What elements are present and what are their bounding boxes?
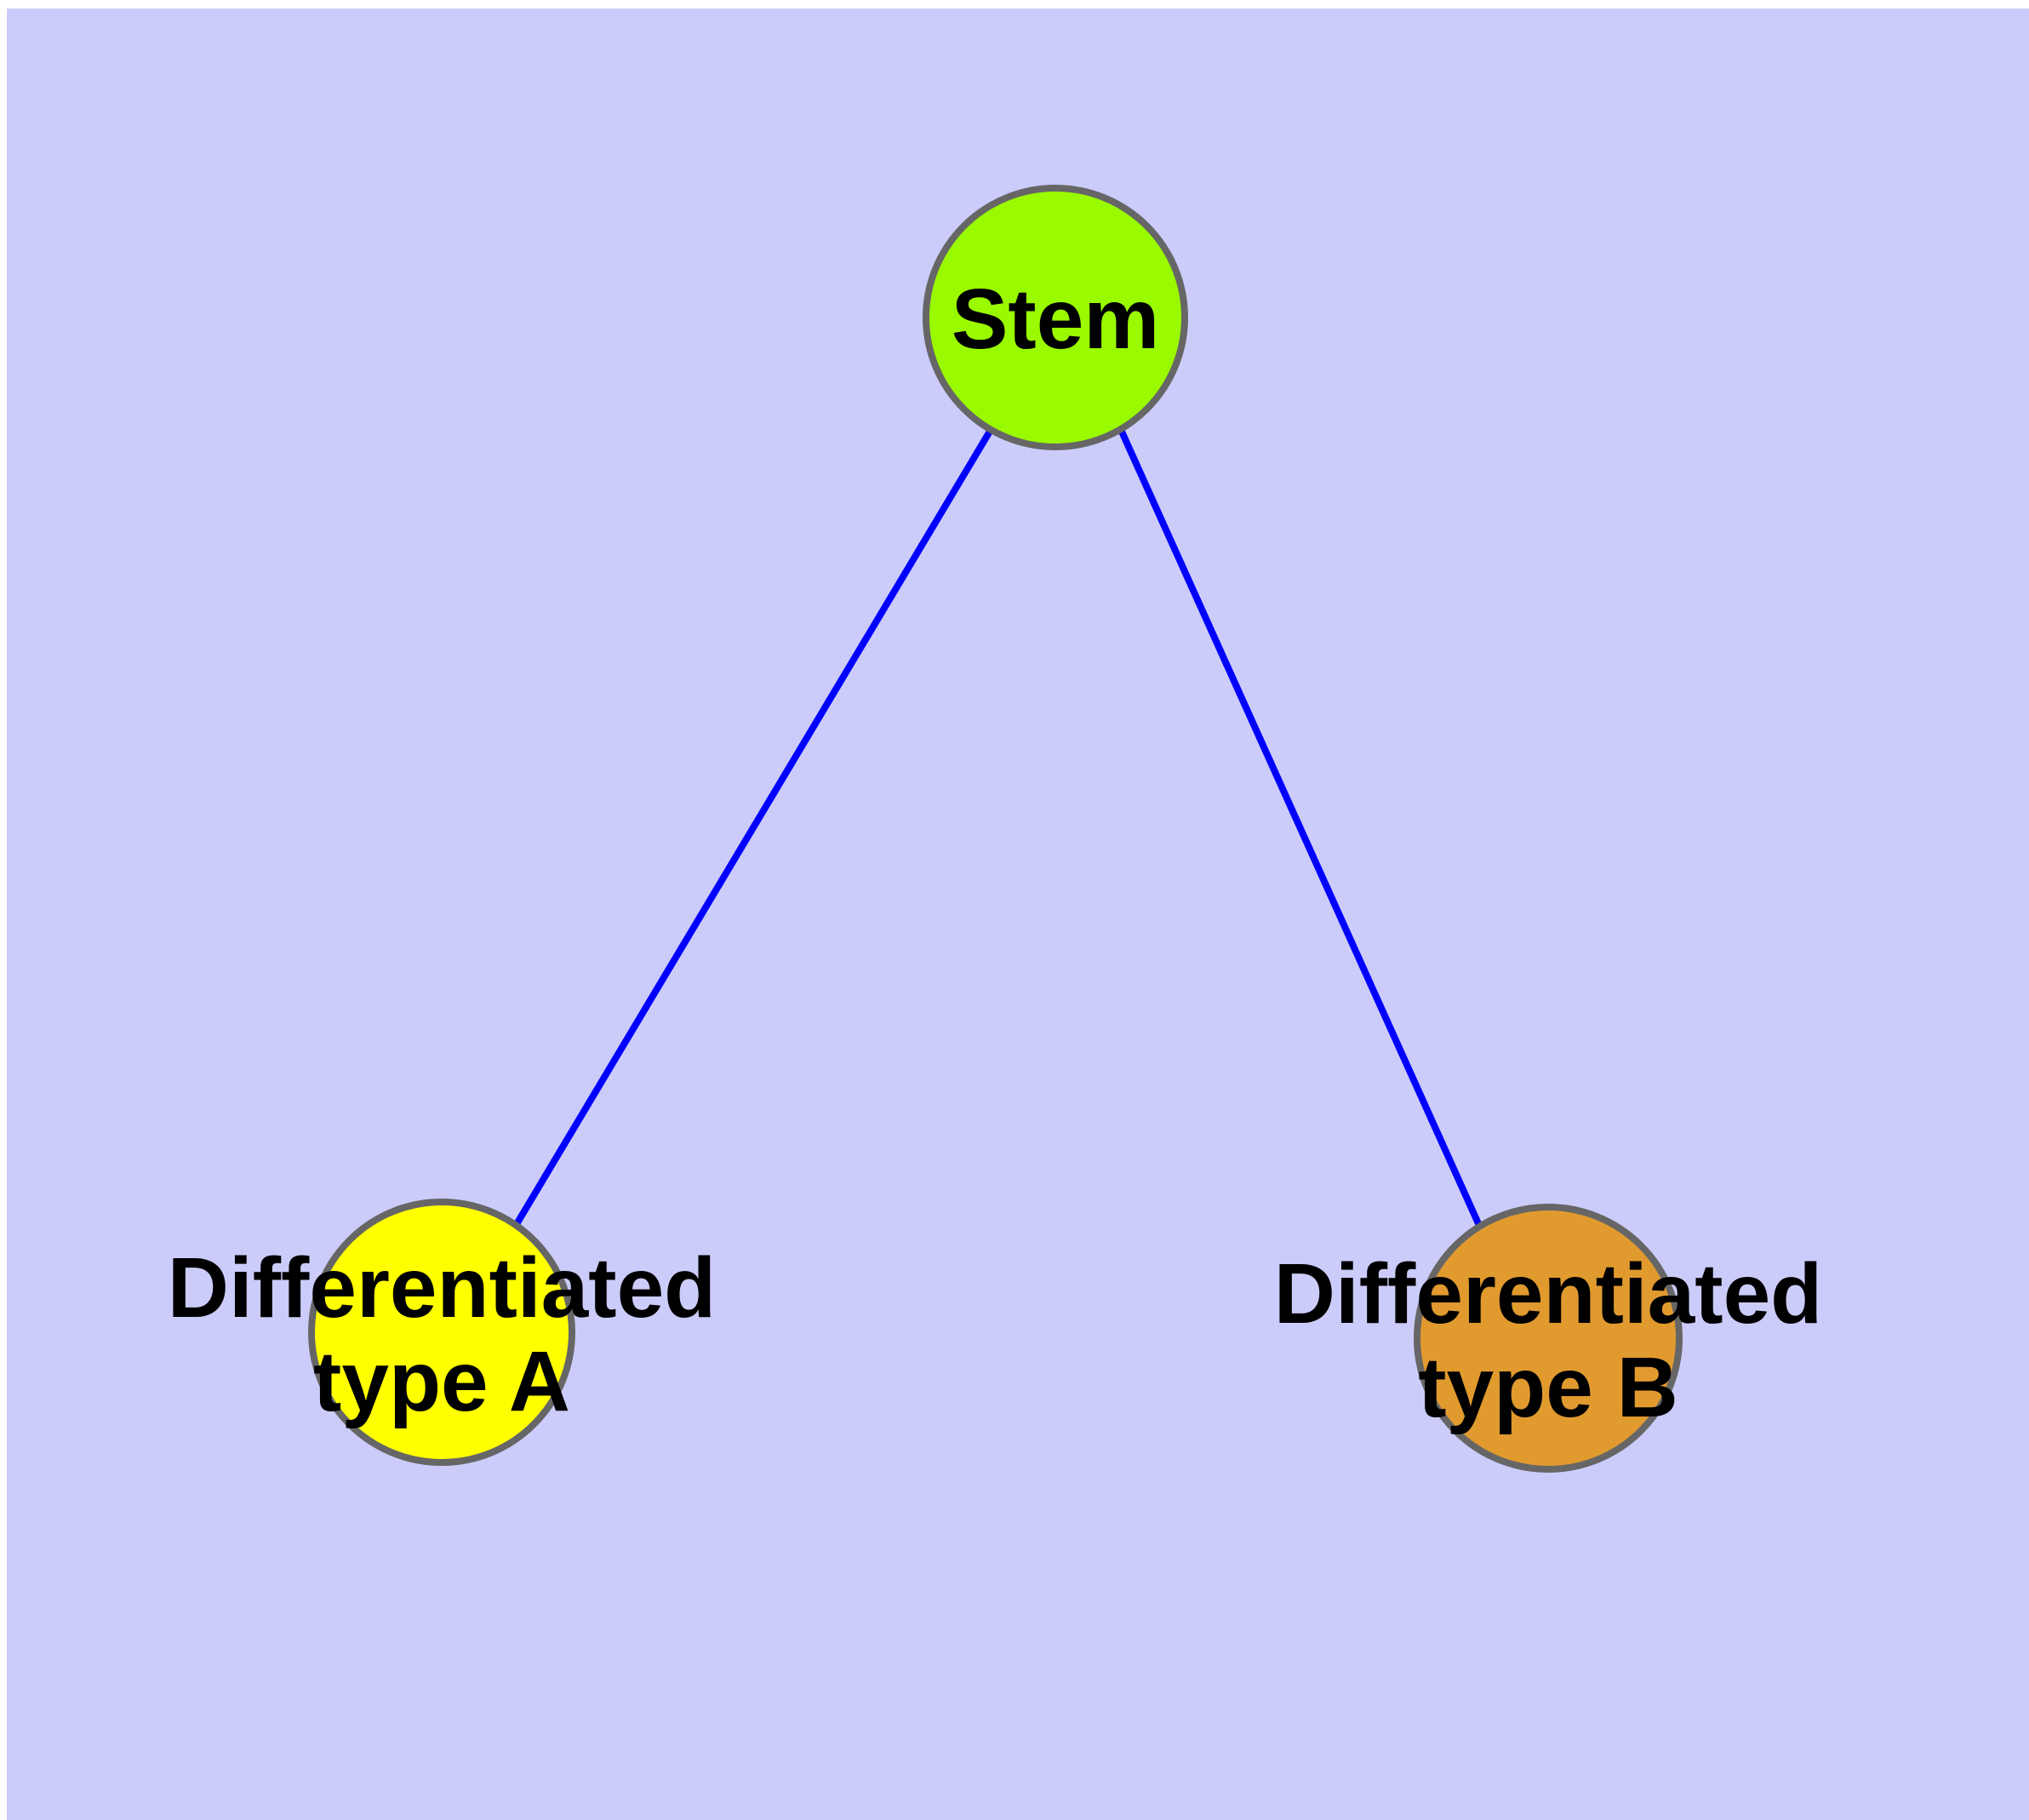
node-differentiated-type-b-circle[interactable] — [1414, 1204, 1683, 1473]
edge-layer — [513, 427, 1484, 1231]
node-stem-circle[interactable] — [923, 185, 1188, 450]
node-differentiated-type-b-label-line1: Differentiated — [1274, 1246, 1823, 1342]
node-differentiated-type-a-label-line1: Differentiated — [168, 1240, 717, 1336]
node-differentiated-type-a-circle[interactable] — [308, 1199, 575, 1466]
node-differentiated-type-b-label-line2: type B — [1418, 1340, 1678, 1435]
edge-stem-to-differentiated-type-a[interactable] — [513, 427, 994, 1227]
label-layer: Stem Differentiated type A Differentiate… — [168, 272, 1823, 1435]
node-layer — [308, 185, 1683, 1473]
node-differentiated-type-a-label-line2: type A — [313, 1334, 570, 1429]
edge-stem-to-differentiated-type-b[interactable] — [1118, 430, 1484, 1231]
node-stem-label-line1: Stem — [952, 272, 1160, 367]
